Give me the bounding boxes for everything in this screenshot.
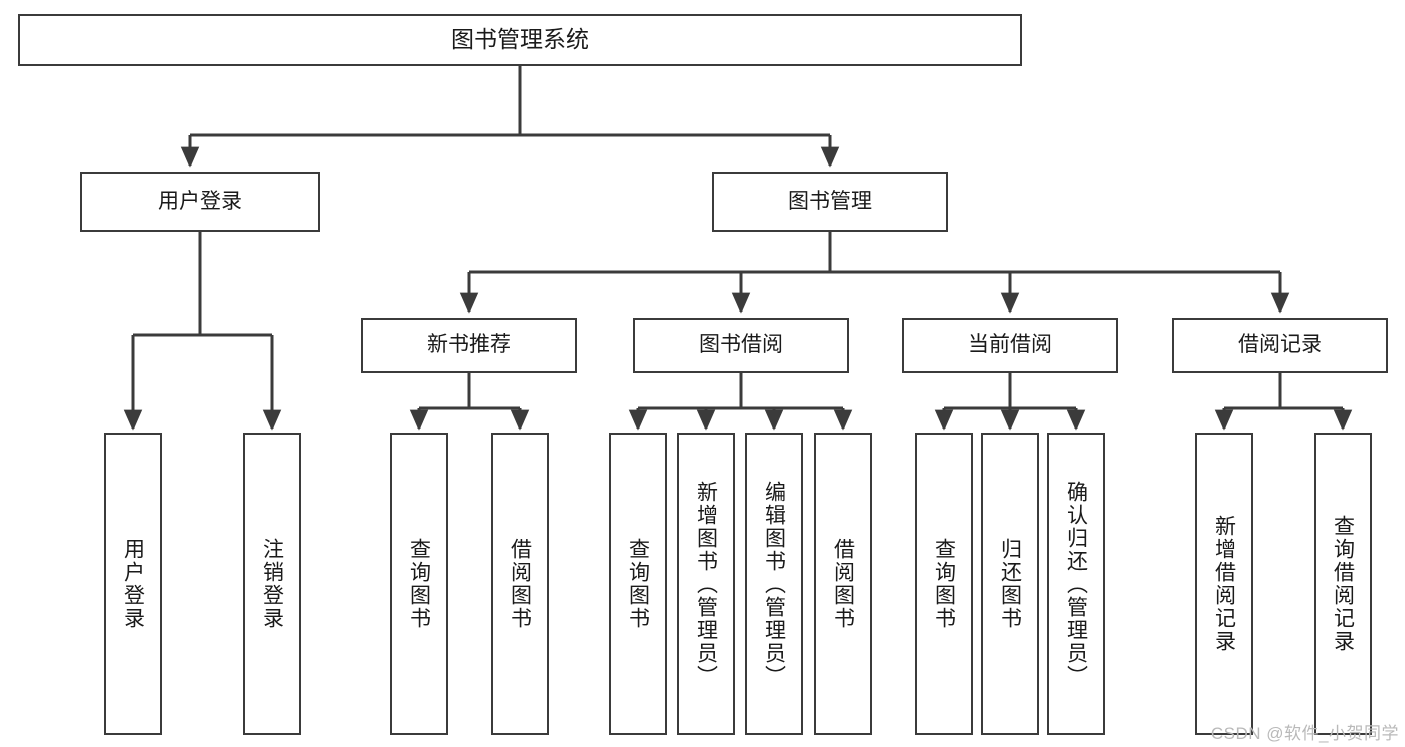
node-leaf-return-book[interactable]: 归还图书 [981, 433, 1039, 735]
node-leaf-return-book-label: 归还图书 [998, 538, 1022, 630]
node-leaf-query-record-label: 查询借阅记录 [1331, 515, 1355, 653]
node-leaf-edit-book[interactable]: 编辑图书（管理员） [745, 433, 803, 735]
node-book-borrow-label: 图书借阅 [699, 333, 783, 357]
node-leaf-add-book[interactable]: 新增图书（管理员） [677, 433, 735, 735]
node-leaf-confirm-return[interactable]: 确认归还（管理员） [1047, 433, 1105, 735]
node-leaf-query-book-3[interactable]: 查询图书 [915, 433, 973, 735]
node-leaf-logout[interactable]: 注销登录 [243, 433, 301, 735]
node-leaf-confirm-return-label: 确认归还（管理员） [1064, 480, 1088, 688]
node-leaf-borrow-book-2[interactable]: 借阅图书 [814, 433, 872, 735]
node-leaf-query-book-1-label: 查询图书 [407, 538, 431, 630]
node-leaf-borrow-book-1[interactable]: 借阅图书 [491, 433, 549, 735]
node-leaf-logout-label: 注销登录 [260, 538, 284, 630]
node-leaf-query-book-1[interactable]: 查询图书 [390, 433, 448, 735]
node-leaf-edit-book-label: 编辑图书（管理员） [762, 480, 786, 688]
node-leaf-query-book-2-label: 查询图书 [626, 538, 650, 630]
node-leaf-user-login-label: 用户登录 [121, 538, 145, 630]
node-root[interactable]: 图书管理系统 [18, 14, 1022, 66]
node-new-book-recommend-label: 新书推荐 [427, 333, 511, 357]
node-borrow-record[interactable]: 借阅记录 [1172, 318, 1388, 373]
node-leaf-add-record-label: 新增借阅记录 [1212, 515, 1236, 653]
node-leaf-query-book-3-label: 查询图书 [932, 538, 956, 630]
node-leaf-borrow-book-2-label: 借阅图书 [831, 538, 855, 630]
csdn-watermark: CSDN @软件_小贺同学 [1210, 724, 1399, 743]
node-leaf-query-book-2[interactable]: 查询图书 [609, 433, 667, 735]
node-user-login[interactable]: 用户登录 [80, 172, 320, 232]
node-borrow-record-label: 借阅记录 [1238, 333, 1322, 357]
node-leaf-add-book-label: 新增图书（管理员） [694, 480, 718, 688]
node-leaf-query-record[interactable]: 查询借阅记录 [1314, 433, 1372, 735]
node-leaf-user-login[interactable]: 用户登录 [104, 433, 162, 735]
node-book-manage[interactable]: 图书管理 [712, 172, 948, 232]
node-book-manage-label: 图书管理 [788, 189, 872, 213]
node-new-book-recommend[interactable]: 新书推荐 [361, 318, 577, 373]
node-leaf-add-record[interactable]: 新增借阅记录 [1195, 433, 1253, 735]
node-book-borrow[interactable]: 图书借阅 [633, 318, 849, 373]
node-current-borrow-label: 当前借阅 [968, 333, 1052, 357]
node-user-login-label: 用户登录 [158, 189, 242, 213]
node-leaf-borrow-book-1-label: 借阅图书 [508, 538, 532, 630]
node-current-borrow[interactable]: 当前借阅 [902, 318, 1118, 373]
node-root-label: 图书管理系统 [451, 26, 589, 53]
